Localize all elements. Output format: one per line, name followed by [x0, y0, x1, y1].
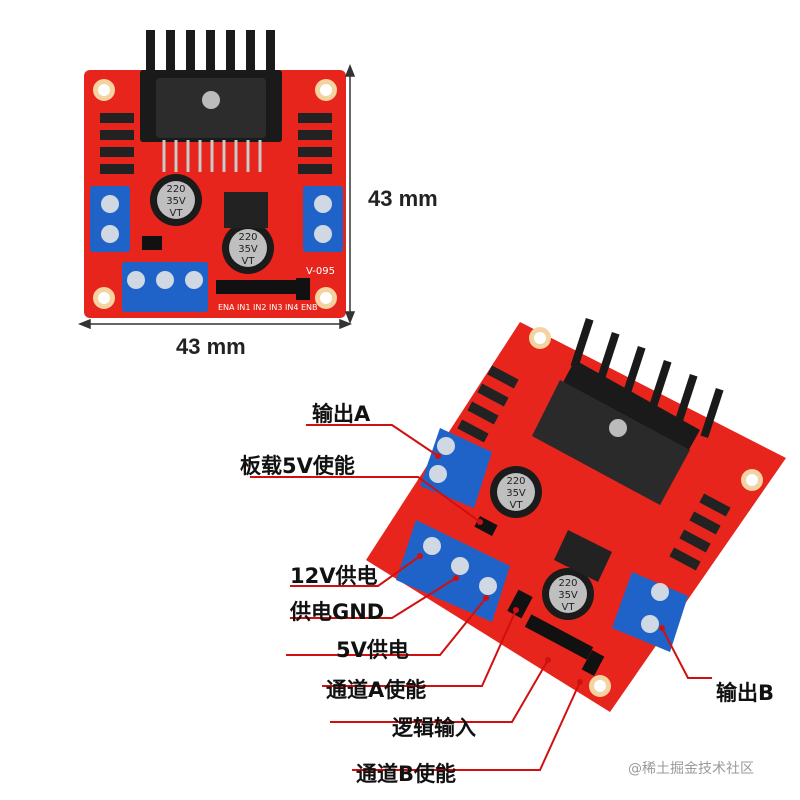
- svg-text:35V: 35V: [506, 488, 526, 499]
- terminal-output-a: [90, 186, 130, 252]
- diodes-right-angled: [669, 493, 731, 571]
- svg-text:V-095: V-095: [306, 266, 335, 277]
- terminal-output-a-angled: [420, 428, 492, 508]
- svg-text:VT: VT: [242, 256, 256, 267]
- chip-pins: [162, 140, 262, 172]
- svg-text:35V: 35V: [238, 244, 258, 255]
- jumper-5v: [142, 236, 162, 250]
- label-channel-a-enable: 通道A使能: [326, 678, 427, 702]
- svg-text:35V: 35V: [166, 196, 186, 207]
- svg-text:220: 220: [558, 578, 577, 589]
- label-power-gnd: 供电GND: [290, 600, 385, 624]
- svg-text:220: 220: [238, 232, 257, 243]
- dimension-width-arrow: [77, 318, 353, 330]
- label-logic-input: 逻辑输入: [392, 716, 476, 740]
- dimension-width-label: 43 mm: [176, 334, 246, 359]
- diodes-left-angled: [457, 365, 519, 443]
- terminal-power: [122, 262, 208, 312]
- voltage-regulator: [224, 192, 268, 228]
- svg-text:VT: VT: [510, 500, 524, 511]
- label-output-a: 输出A: [312, 402, 371, 426]
- svg-text:VT: VT: [170, 208, 184, 219]
- label-channel-b-enable: 通道B使能: [356, 762, 457, 786]
- svg-text:220: 220: [166, 184, 185, 195]
- svg-text:ENA IN1 IN2 IN3 IN4 ENB: ENA IN1 IN2 IN3 IN4 ENB: [218, 303, 318, 312]
- svg-text:220: 220: [506, 476, 525, 487]
- diodes-left: [100, 113, 134, 174]
- pointer-lines: [250, 424, 712, 771]
- mounting-holes: [93, 79, 337, 309]
- capacitor-2: 220 35V VT: [222, 222, 274, 274]
- capacitor-1-angled: 220 35V VT: [490, 466, 542, 518]
- capacitor-2-angled: 220 35V VT: [542, 568, 594, 620]
- svg-text:35V: 35V: [558, 590, 578, 601]
- label-power-12v: 12V供电: [290, 564, 378, 588]
- svg-text:VT: VT: [562, 602, 576, 613]
- label-onboard-5v-enable: 板载5V使能: [240, 454, 355, 478]
- diodes-right: [298, 113, 332, 174]
- pointer-arrowheads: [417, 453, 665, 685]
- mounting-holes-angled: [529, 327, 763, 697]
- dimension-height-arrow: [344, 63, 356, 325]
- capacitor-1: 220 35V VT: [150, 174, 202, 226]
- label-output-b: 输出B: [716, 681, 775, 705]
- logic-header: [216, 278, 310, 300]
- voltage-regulator-angled: [554, 530, 612, 582]
- terminal-output-b-angled: [612, 572, 688, 652]
- label-power-5v: 5V供电: [336, 638, 409, 662]
- dimension-height-label: 43 mm: [368, 186, 438, 211]
- terminal-output-b: [303, 186, 343, 252]
- watermark: @稀土掘金技术社区: [628, 761, 754, 777]
- driver-chip-angled: [532, 380, 690, 505]
- terminal-power-angled: [396, 520, 510, 622]
